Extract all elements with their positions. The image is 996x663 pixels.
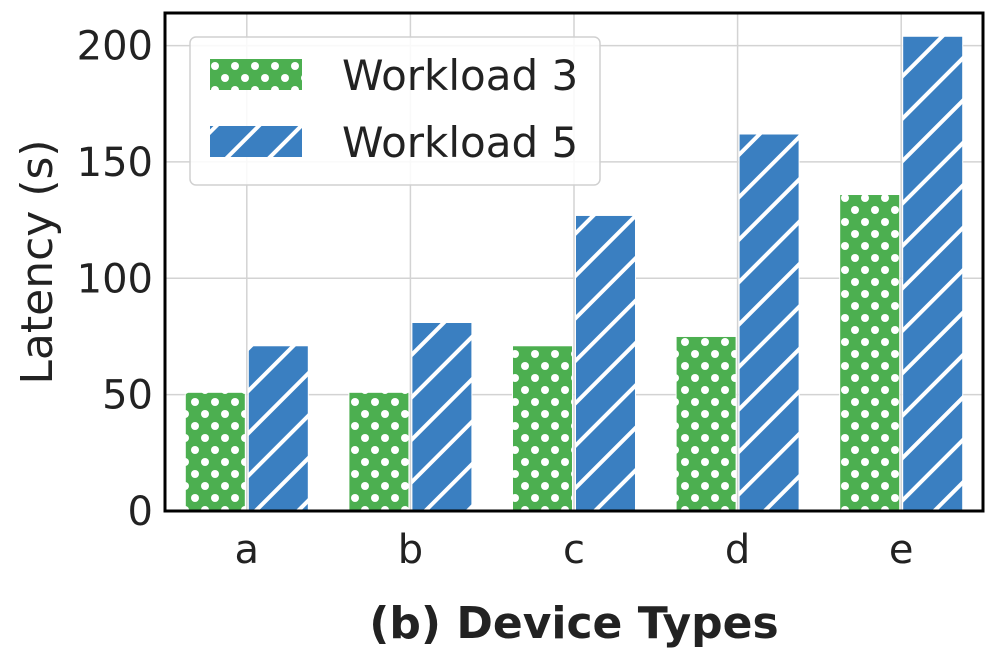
bar-workload-3-d	[675, 335, 737, 512]
y-tick-label: 0	[128, 489, 153, 535]
bar-workload-3-b	[348, 391, 410, 512]
legend-swatch-workload-3	[210, 59, 302, 90]
bar-workload-5-e	[902, 35, 964, 512]
y-tick-label: 150	[77, 140, 153, 186]
x-tick-label: d	[725, 527, 750, 573]
legend-label-workload-3: Workload 3	[342, 51, 578, 100]
bar-workload-5-b	[411, 322, 473, 512]
y-tick-label: 200	[77, 24, 153, 70]
bar-workload-5-a	[247, 345, 309, 512]
plot-frame	[163, 11, 985, 513]
bars	[184, 35, 964, 512]
legend: Workload 3 Workload 5	[189, 36, 601, 186]
x-tick-label: b	[398, 527, 423, 573]
bar-workload-5-d	[738, 133, 800, 512]
bar-workload-3-c	[512, 345, 573, 512]
bar-workload-3-e	[839, 194, 901, 512]
x-ticks: a b c d e	[235, 527, 914, 573]
x-tick-label: c	[563, 527, 585, 573]
y-ticks: 0 50 100 150 200	[77, 24, 153, 535]
x-tick-label: a	[235, 527, 260, 573]
bar-workload-5-c	[575, 214, 636, 512]
legend-swatch-workload-5	[210, 126, 302, 157]
y-axis-label: Latency (s)	[12, 139, 63, 384]
x-axis-label: (b) Device Types	[369, 598, 778, 649]
y-tick-label: 50	[102, 373, 153, 419]
y-tick-label: 100	[77, 256, 153, 302]
x-tick-label: e	[889, 527, 914, 573]
bar-workload-3-a	[184, 391, 246, 512]
legend-label-workload-5: Workload 5	[342, 118, 578, 167]
